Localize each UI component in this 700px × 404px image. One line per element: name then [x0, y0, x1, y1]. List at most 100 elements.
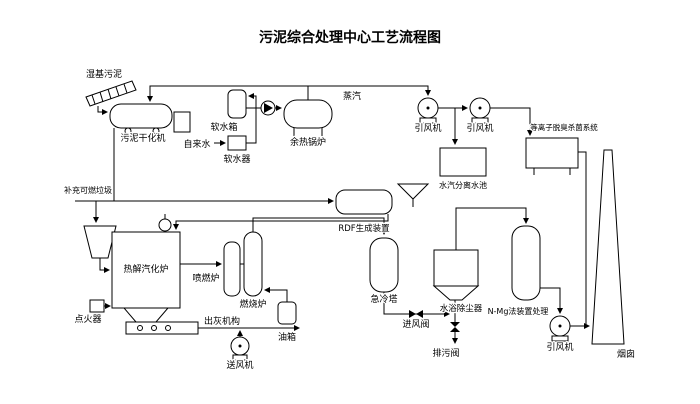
chimney-stack — [591, 149, 625, 345]
label-tap-water: 自来水 — [183, 138, 210, 150]
label-steam: 蒸汽 — [343, 90, 361, 102]
line-dust-to-nmg — [455, 207, 529, 250]
label-supplement-waste: 补充可燃垃圾 — [64, 185, 112, 195]
dust-collector-cone — [432, 285, 480, 301]
label-plasma-system: 等离子脱臭杀菌系统 — [530, 122, 598, 132]
line-combustion-to-quench — [252, 217, 387, 235]
furnace-vent — [158, 218, 172, 232]
line-hopper-to-furnace — [99, 258, 110, 273]
label-quench-tower: 急冷塔 — [370, 293, 397, 305]
fan2-base — [471, 117, 489, 124]
line-conveyor-to-dryer — [97, 106, 108, 115]
steam-water-separation-pool — [439, 147, 487, 177]
ash-discharge-unit — [125, 321, 199, 335]
furnace-body — [111, 231, 181, 309]
ash-screw-3 — [165, 325, 171, 331]
water-softener-unit — [227, 89, 247, 151]
line-softener-to-tank — [246, 93, 257, 144]
ash-screw-1 — [137, 325, 143, 331]
line-quench-to-dustcollector — [383, 292, 450, 317]
line-rdf-to-furnace — [173, 214, 389, 230]
feed-funnel — [396, 183, 430, 200]
label-rdf-device: RDF生成装置 — [338, 223, 390, 234]
nmg-vessel — [511, 225, 541, 301]
wet-sludge-conveyor — [85, 80, 137, 107]
label-water-bath-collector: 水浴除尘器 — [440, 303, 483, 314]
induced-draft-fan-1 — [417, 97, 439, 124]
page-title: 污泥综合处理中心工艺流程图 — [259, 29, 441, 46]
line-fan2-to-plasma — [490, 107, 533, 136]
label-pyrolysis-furnace: 热解汽化炉 — [123, 263, 168, 275]
label-drain-valve: 排污阀 — [432, 347, 459, 359]
fan3-hub — [558, 324, 562, 328]
water-bath-dust-collector — [432, 249, 480, 301]
conveyor-belt — [85, 80, 137, 107]
feed-pump — [260, 100, 276, 116]
label-wet-sludge: 湿基污泥 — [86, 68, 122, 80]
label-steam-water-pool: 水汽分离水池 — [439, 180, 487, 190]
conveyor-hatching — [91, 83, 128, 105]
dryer-drive-box — [173, 111, 191, 133]
label-air-inlet-valve: 进风阀 — [402, 319, 429, 330]
dryer-wheel-right — [152, 127, 160, 135]
rdf-generator — [335, 183, 430, 215]
igniter-box — [89, 299, 105, 313]
dryer-body — [109, 103, 173, 129]
fan1-hub — [426, 106, 430, 110]
boiler-legs — [293, 128, 323, 136]
pyrolysis-gasifier — [111, 214, 181, 323]
induced-draft-fan-3 — [549, 315, 571, 342]
blower-base — [232, 354, 248, 361]
softener-body — [227, 135, 247, 151]
label-ash-mechanism: 出灰机构 — [204, 315, 240, 327]
plasma-legs — [533, 168, 571, 175]
label-water-softener: 软水器 — [223, 153, 250, 165]
label-waste-heat-boiler: 余热锅炉 — [290, 136, 326, 148]
label-combustion-furnace: 燃烧炉 — [239, 298, 266, 310]
blower-hub — [238, 344, 242, 348]
labels: 湿基污泥 污泥干化机 自来水 软水箱 软水器 余热锅炉 蒸汽 引风机 引风机 等… — [63, 67, 637, 373]
dust-collector-body — [433, 249, 479, 287]
label-id-fan-1: 引风机 — [414, 122, 441, 134]
rdf-body — [335, 189, 393, 215]
boiler-drum — [283, 99, 333, 129]
plasma-box — [525, 137, 579, 169]
ash-screw-2 — [151, 325, 157, 331]
combustion-furnace-body — [243, 231, 263, 297]
label-oil-tank: 油箱 — [278, 331, 296, 343]
waste-heat-boiler — [283, 99, 333, 136]
pump-rotor — [264, 103, 273, 113]
label-nmg-device: N-Mg法装置处理 — [488, 306, 549, 316]
line-oiltank-to-combustion — [264, 287, 288, 302]
sludge-dryer — [109, 103, 191, 135]
fan3-base — [551, 335, 569, 342]
drain-valve-symbol — [450, 322, 460, 332]
feed-hopper — [83, 225, 117, 259]
label-soft-water-tank: 软水箱 — [210, 121, 237, 133]
flow-lines — [75, 85, 590, 344]
line-nmg-to-fan3 — [540, 287, 563, 314]
label-id-fan-2: 引风机 — [466, 122, 493, 134]
fan1-base — [419, 117, 437, 124]
label-id-fan-3: 引风机 — [546, 341, 573, 353]
label-igniter: 点火器 — [74, 314, 101, 325]
air-inlet-valve-symbol — [409, 310, 423, 318]
dryer-wheel-left — [124, 127, 132, 135]
oil-tank-body — [277, 301, 297, 325]
label-blower: 送风机 — [226, 359, 253, 371]
blower-fan — [230, 336, 250, 361]
induced-draft-fan-2 — [469, 97, 491, 124]
ash-conveyor-box — [125, 321, 199, 335]
label-chimney: 烟囱 — [617, 348, 635, 360]
furnace-cone — [122, 307, 170, 323]
line-steam-to-fan1 — [308, 85, 431, 96]
fan2-hub — [478, 106, 482, 110]
line-steam-to-dryer — [147, 85, 308, 102]
plasma-deodorize-unit — [525, 137, 579, 175]
spray-furnace-body — [223, 241, 241, 297]
quench-tower-body — [369, 237, 399, 293]
line-plasma-to-stack — [578, 151, 587, 326]
soft-water-tank-body — [227, 89, 247, 119]
label-spray-furnace: 喷燃炉 — [192, 272, 219, 284]
